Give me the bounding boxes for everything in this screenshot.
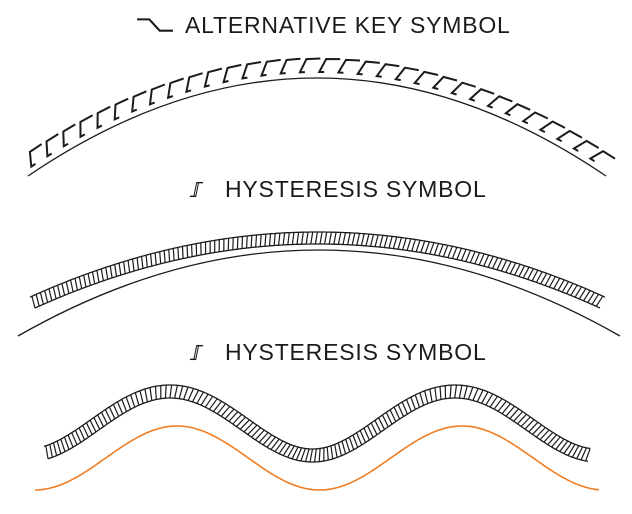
alt-key-arc <box>27 77 607 177</box>
hysteresis-band-arc <box>29 231 606 309</box>
section-title-alternative-key: ALTERNATIVE KEY SYMBOL <box>136 12 511 38</box>
hysteresis-band-sine <box>43 384 591 463</box>
alternative-key-symbol-icon <box>137 18 173 32</box>
hysteresis-symbol-icon <box>189 182 204 198</box>
accent-sine-curve <box>35 425 600 491</box>
section-title-label: HYSTERESIS SYMBOL <box>225 176 487 202</box>
hysteresis-plain-arc <box>17 249 621 337</box>
section-title-hysteresis-2: HYSTERESIS SYMBOL <box>189 339 487 365</box>
alt-key-marks <box>28 57 616 169</box>
hysteresis-symbol-icon <box>189 345 204 361</box>
section-title-label: HYSTERESIS SYMBOL <box>225 339 487 365</box>
section-title-hysteresis-1: HYSTERESIS SYMBOL <box>189 176 487 202</box>
section-title-label: ALTERNATIVE KEY SYMBOL <box>185 12 511 38</box>
